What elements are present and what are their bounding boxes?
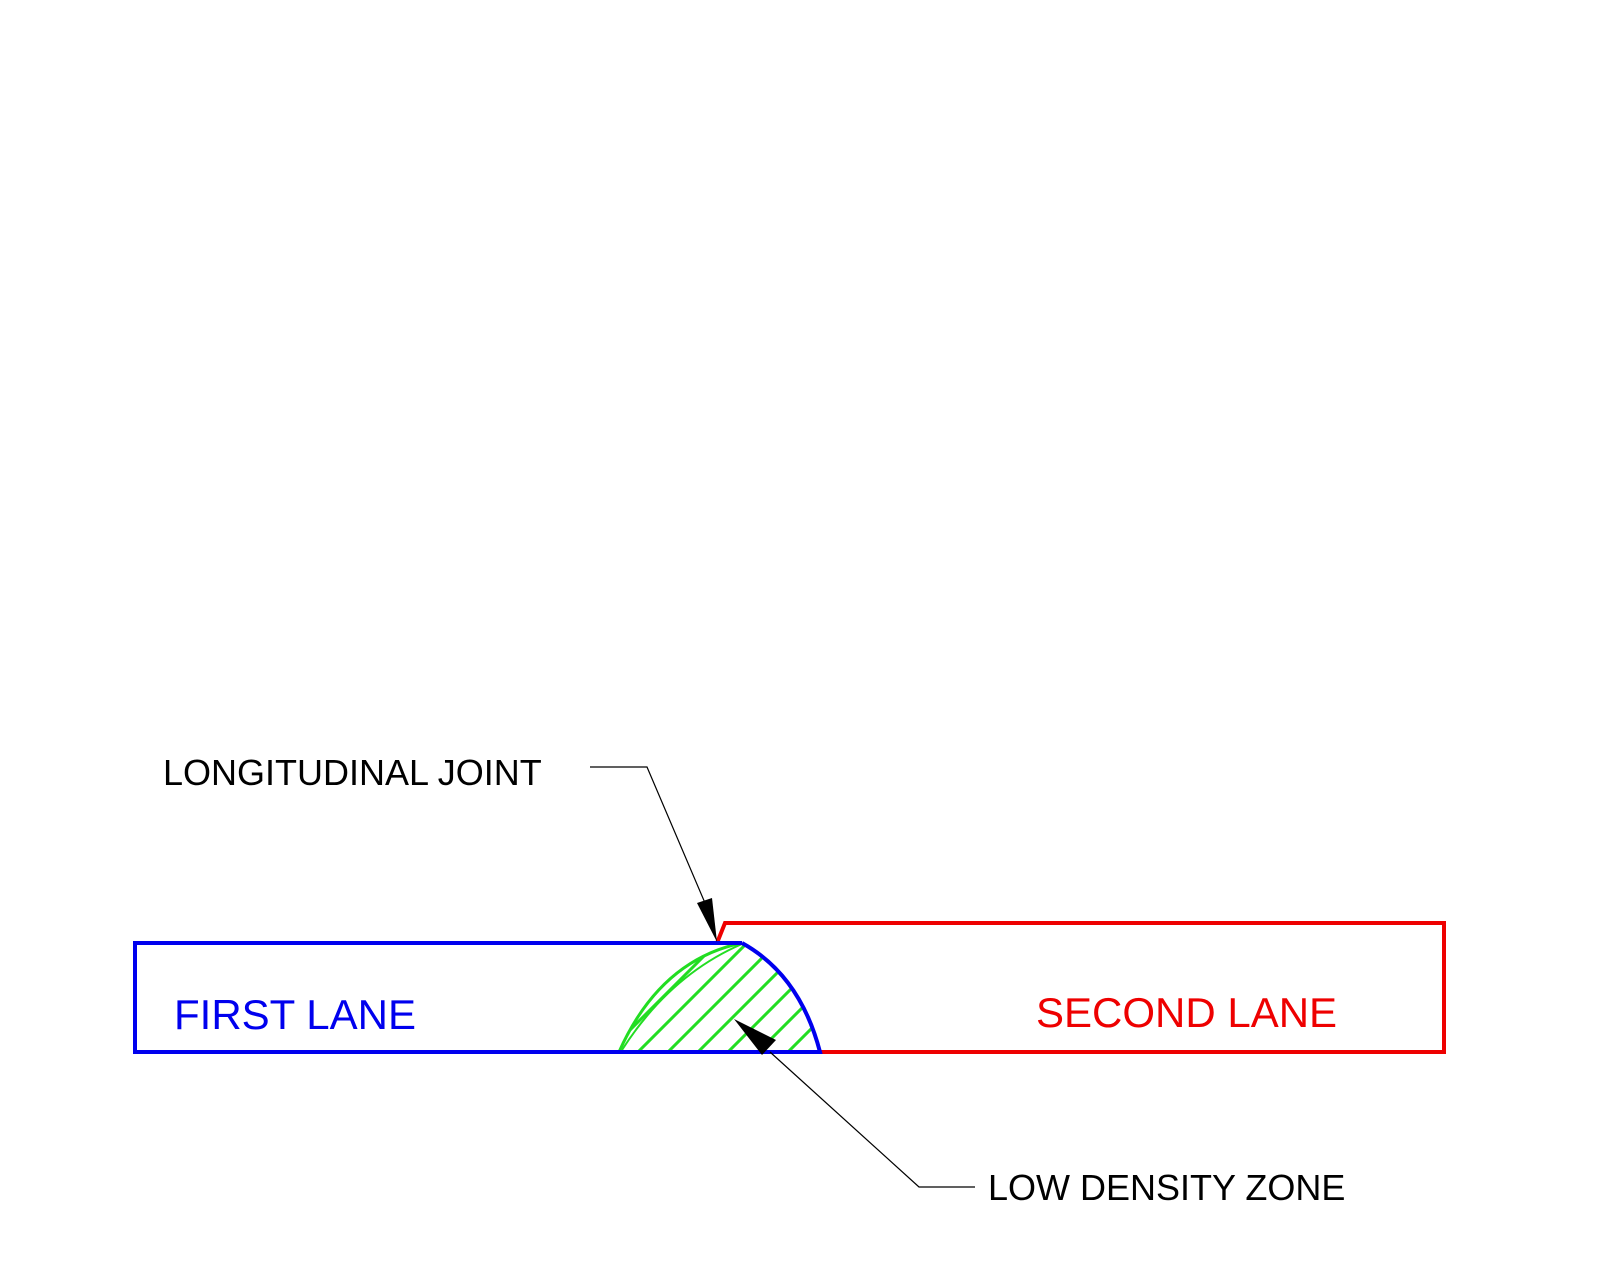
low-density-zone-hatch — [619, 943, 820, 1052]
low-density-zone-inner-arc — [621, 943, 743, 1051]
low-density-zone-arc — [617, 941, 743, 1053]
first-lane-outline — [133, 941, 823, 1054]
low-density-zone-leader — [769, 1051, 975, 1188]
second-lane-outline — [715, 921, 1446, 1054]
first-lane-label: FIRST LANE — [174, 991, 416, 1038]
low-density-zone-label: LOW DENSITY ZONE — [988, 1167, 1345, 1208]
longitudinal-joint-label: LONGITUDINAL JOINT — [163, 752, 542, 793]
longitudinal-joint-leader — [590, 766, 709, 911]
second-lane-label: SECOND LANE — [1036, 989, 1337, 1036]
low-density-zone-arrowhead — [734, 1019, 776, 1055]
longitudinal-joint-arrowhead — [697, 898, 717, 942]
